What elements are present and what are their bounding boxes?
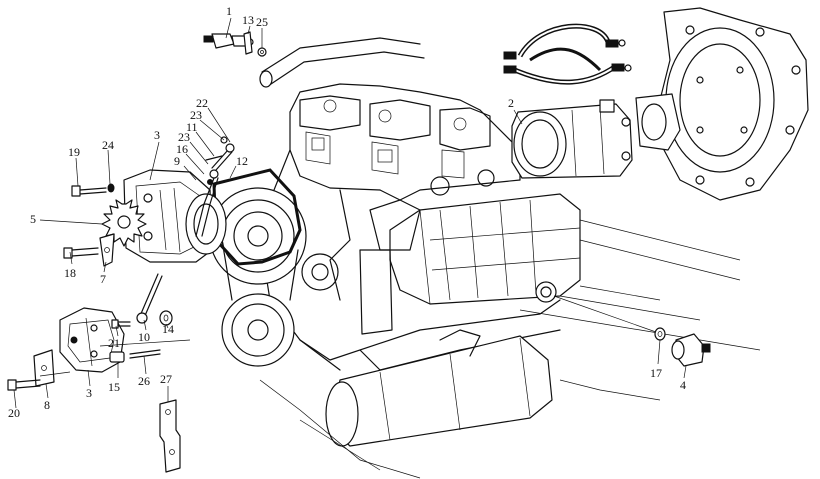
callout-27: 27 <box>160 372 172 386</box>
leader-lines <box>13 17 687 409</box>
washer-24 <box>107 183 115 193</box>
callout-18: 18 <box>64 266 76 280</box>
callout-12: 12 <box>236 154 248 168</box>
callout-9: 9 <box>174 154 180 168</box>
callout-24: 24 <box>102 138 114 152</box>
callout-15: 15 <box>108 380 120 394</box>
callout-1: 1 <box>226 4 232 18</box>
callout-17: 17 <box>650 366 662 380</box>
sleeve-15 <box>109 351 125 363</box>
callout-25: 25 <box>256 15 268 29</box>
callout-19: 19 <box>68 145 80 159</box>
bolt-18 <box>63 247 99 259</box>
washer-13 <box>243 31 253 55</box>
callout-16: 16 <box>176 142 188 156</box>
callout-11: 11 <box>186 120 198 134</box>
callout-23a: 23 <box>190 108 202 122</box>
stud-26 <box>129 349 161 359</box>
callout-26: 26 <box>138 374 150 388</box>
washer-25 <box>257 47 267 57</box>
callout-23b: 23 <box>178 130 190 144</box>
bolt-19 <box>71 185 107 197</box>
callout-21: 21 <box>108 336 120 350</box>
starter-motor-lower <box>325 329 553 447</box>
oil-pressure-switch <box>671 333 711 367</box>
callout-labels: 1 13 25 2 22 23 11 23 16 9 12 3 19 24 5 … <box>8 4 686 420</box>
callout-8: 8 <box>44 398 50 412</box>
adjusting-link <box>195 136 235 237</box>
callout-3b: 3 <box>86 386 92 400</box>
bracket-7 <box>99 233 115 267</box>
engine-block <box>209 37 761 371</box>
callout-10: 10 <box>138 330 150 344</box>
oil-port-fitting <box>535 281 557 303</box>
callout-20: 20 <box>8 406 20 420</box>
bolt-20 <box>7 379 41 391</box>
flywheel-housing <box>635 7 809 201</box>
callout-22: 22 <box>196 96 208 110</box>
bolt-21 <box>111 319 131 329</box>
callout-7: 7 <box>100 272 106 286</box>
guide-line <box>99 339 191 347</box>
oil-pan <box>259 379 661 479</box>
washer-17 <box>654 327 666 341</box>
guide-line <box>39 371 71 377</box>
callout-14: 14 <box>162 322 174 336</box>
callout-4: 4 <box>680 378 686 392</box>
alternator-fan <box>101 199 147 247</box>
battery-cables <box>503 23 632 85</box>
callout-5: 5 <box>30 212 36 226</box>
alternator-upper <box>123 169 227 263</box>
starter-solenoid <box>511 99 633 179</box>
bracket-8 <box>33 349 55 387</box>
spacer-14 <box>159 310 173 326</box>
bracket-27 <box>159 399 181 473</box>
callout-13: 13 <box>242 13 254 27</box>
callout-2: 2 <box>508 96 514 110</box>
callout-3a: 3 <box>154 128 160 142</box>
bolt-10 <box>136 273 163 324</box>
